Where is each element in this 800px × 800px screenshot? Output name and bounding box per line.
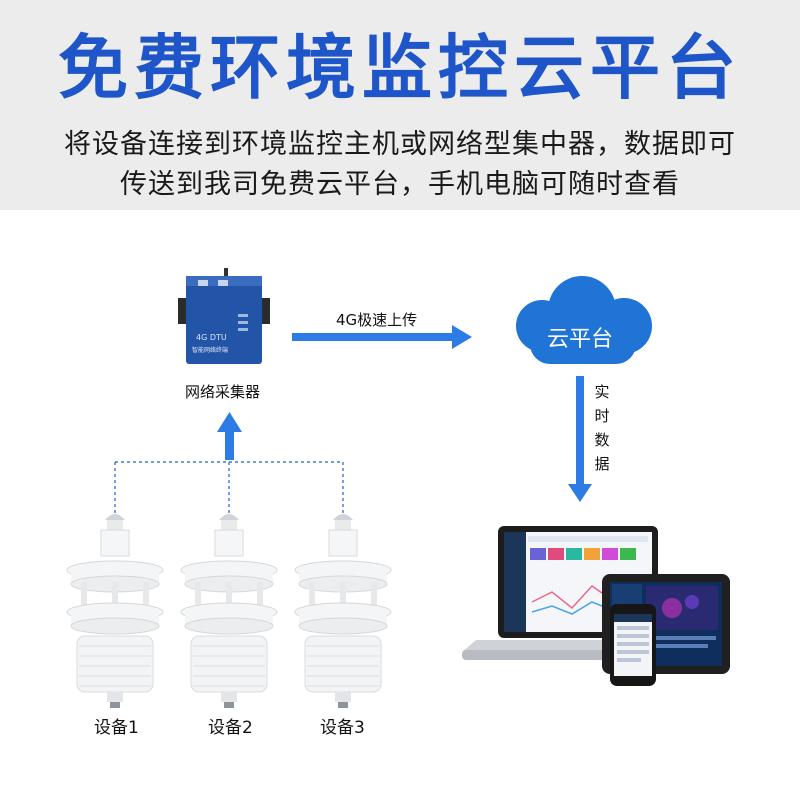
collector-label: 网络采集器 <box>185 383 261 401</box>
device-label-1: 设备1 <box>94 718 139 738</box>
device-label-3: 设备3 <box>320 718 365 738</box>
subtitle-line-1: 将设备连接到环境监控主机或网络型集中器，数据即可 <box>64 129 736 160</box>
cloud-icon: 云平台 <box>516 276 652 364</box>
page-title: 免费环境监控云平台 <box>58 27 742 109</box>
sensor-device-3 <box>294 513 392 709</box>
phone-icon <box>610 604 656 686</box>
device-dashed-links <box>114 461 344 518</box>
upload-label: 4G极速上传 <box>336 311 418 329</box>
svg-text:智能网络终端: 智能网络终端 <box>192 346 228 354</box>
realtime-arrow-head <box>568 484 592 502</box>
collect-arrow-shaft <box>225 430 234 460</box>
svg-text:云平台: 云平台 <box>547 327 613 352</box>
collect-arrow-head <box>217 412 242 432</box>
realtime-data-label: 实 时 数 据 <box>594 383 610 473</box>
upload-arrow-shaft <box>292 333 454 341</box>
realtime-arrow-shaft <box>576 376 584 486</box>
header-banner: 免费环境监控云平台 将设备连接到环境监控主机或网络型集中器，数据即可 传送到我司… <box>0 0 800 210</box>
cloud-platform: 云平台 <box>500 268 660 368</box>
terminal-devices-illustration <box>462 522 742 690</box>
upload-arrow-head <box>452 325 472 349</box>
sensor-device-1 <box>66 513 164 709</box>
subtitle-line-2: 传送到我司免费云平台，手机电脑可随时查看 <box>120 169 680 200</box>
network-collector-device: 4G DTU 智能网络终端 <box>178 268 270 368</box>
svg-text:4G DTU: 4G DTU <box>196 333 227 342</box>
sensor-device-2 <box>180 513 278 709</box>
device-label-2: 设备2 <box>208 718 253 738</box>
